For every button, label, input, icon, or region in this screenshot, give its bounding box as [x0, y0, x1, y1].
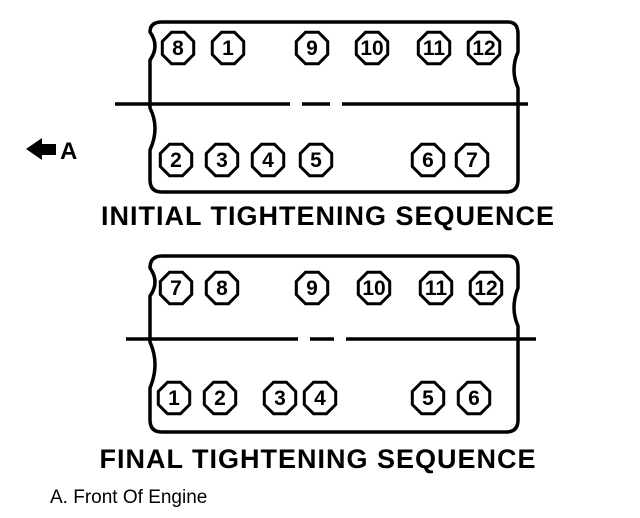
bolt-sequence-number: 7 [170, 277, 182, 300]
bolt-head-shape [204, 270, 240, 306]
head-bolt-9: 9 [294, 270, 330, 306]
head-bolt-12: 12 [468, 270, 504, 306]
initial-sequence-panel: 8 1 9 10 11 12 2 3 4 5 6 7 INITIAL TIGHTENING SEQU… [101, 20, 555, 231]
bolt-head-shape [156, 380, 192, 416]
bolt-sequence-number: 12 [472, 37, 495, 60]
bolt-head-shape [262, 380, 298, 416]
head-bolt-5: 5 [410, 380, 446, 416]
bolt-sequence-number: 2 [214, 387, 226, 410]
bolt-head-shape [454, 142, 490, 178]
bolt-sequence-number: 12 [474, 277, 497, 300]
front-of-engine-marker: A [26, 138, 77, 165]
bolt-head-shape [418, 270, 454, 306]
cylinder-head-outline [148, 20, 520, 194]
head-bolt-8: 8 [160, 30, 196, 66]
bolt-sequence-number: 7 [466, 149, 478, 172]
bolt-head-shape [160, 30, 196, 66]
bolt-head-shape [410, 380, 446, 416]
head-bolt-11: 11 [418, 270, 454, 306]
bolt-sequence-number: 4 [314, 387, 326, 410]
head-bolt-1: 1 [156, 380, 192, 416]
bolt-sequence-number: 2 [170, 149, 182, 172]
bolt-sequence-number: 11 [423, 37, 446, 60]
head-bolt-9: 9 [294, 30, 330, 66]
final-sequence-title: FINAL TIGHTENING SEQUENCE [99, 444, 536, 474]
bolt-head-shape [456, 380, 492, 416]
bolt-sequence-number: 5 [310, 149, 322, 172]
head-bolt-5: 5 [298, 142, 334, 178]
bolt-sequence-number: 10 [360, 37, 383, 60]
bolt-head-shape [356, 270, 392, 306]
bolt-head-shape [466, 30, 502, 66]
bolt-head-shape [354, 30, 390, 66]
bolt-sequence-number: 8 [172, 37, 184, 60]
bolt-head-shape [416, 30, 452, 66]
bolt-sequence-number: 8 [216, 277, 228, 300]
front-of-engine-note: A. Front Of Engine [50, 487, 207, 508]
bolt-sequence-number: 5 [422, 387, 434, 410]
cylinder-head-outline [148, 254, 520, 434]
head-bolt-6: 6 [410, 142, 446, 178]
bolt-head-shape [158, 270, 194, 306]
bolt-head-shape [202, 380, 238, 416]
head-bolt-3: 3 [204, 142, 240, 178]
head-bolt-7: 7 [454, 142, 490, 178]
head-bolt-2: 2 [202, 380, 238, 416]
bolt-head-shape [210, 30, 246, 66]
head-bolt-10: 10 [354, 30, 390, 66]
bolt-sequence-number: 3 [274, 387, 286, 410]
head-bolt-8: 8 [204, 270, 240, 306]
head-bolt-2: 2 [158, 142, 194, 178]
bolt-head-shape [250, 142, 286, 178]
head-bolt-7: 7 [158, 270, 194, 306]
bolt-head-shape [410, 142, 446, 178]
bolt-head-shape [158, 142, 194, 178]
bolt-head-shape [294, 270, 330, 306]
bolt-sequence-number: 3 [216, 149, 228, 172]
initial-sequence-title: INITIAL TIGHTENING SEQUENCE [101, 201, 555, 231]
bolt-sequence-number: 11 [425, 277, 448, 300]
head-bolt-6: 6 [456, 380, 492, 416]
bolt-sequence-number: 10 [362, 277, 385, 300]
arrow-left-icon [26, 138, 56, 160]
bolt-sequence-number: 9 [306, 277, 318, 300]
head-bolt-3: 3 [262, 380, 298, 416]
head-bolt-12: 12 [466, 30, 502, 66]
bolt-sequence-number: 4 [262, 149, 274, 172]
bolt-sequence-number: 6 [468, 387, 480, 410]
bolt-head-shape [204, 142, 240, 178]
head-bolt-4: 4 [250, 142, 286, 178]
bolt-sequence-number: 1 [222, 37, 234, 60]
bolt-head-shape [302, 380, 338, 416]
bolt-sequence-number: 6 [422, 149, 434, 172]
bolt-head-shape [294, 30, 330, 66]
head-bolt-10: 10 [356, 270, 392, 306]
front-marker-label: A [60, 138, 77, 165]
bolt-head-shape [298, 142, 334, 178]
head-bolt-11: 11 [416, 30, 452, 66]
bolt-sequence-number: 1 [168, 387, 180, 410]
head-bolt-1: 1 [210, 30, 246, 66]
bolt-head-shape [468, 270, 504, 306]
head-bolt-4: 4 [302, 380, 338, 416]
bolt-sequence-number: 9 [306, 37, 318, 60]
